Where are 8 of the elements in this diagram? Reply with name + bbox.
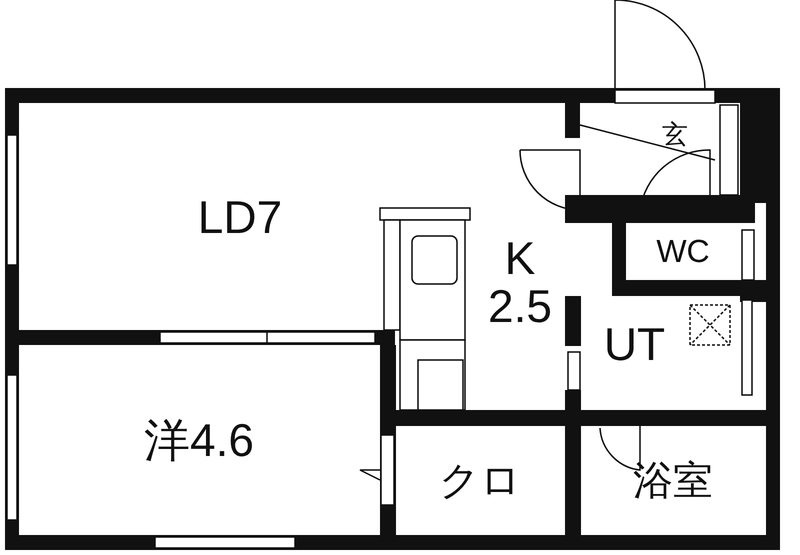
room-label: クロ [439,460,521,502]
room-label: 玄 [662,121,688,149]
room-label: WC [656,235,710,269]
room-label: 洋4.6 [144,416,254,464]
room-label: UT [604,320,666,368]
room-label: LD7 [198,192,282,242]
room-label: K 2.5 [487,234,553,330]
room-label: 浴室 [633,460,713,502]
